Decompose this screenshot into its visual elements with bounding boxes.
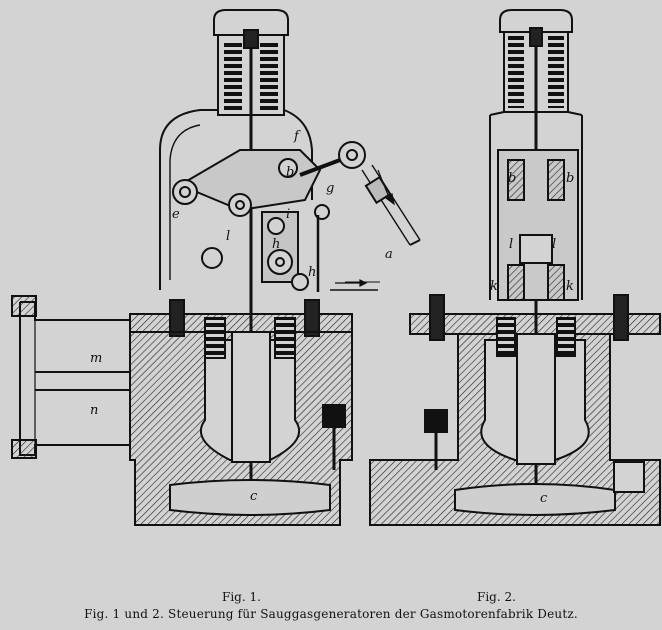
label-b: b [286,165,294,180]
fig2-label: Fig. 2. [477,590,516,604]
fig1-letters: f b e g i l h h a m n c [90,129,393,504]
label-c-fig2: c [540,491,548,506]
figure-caption: Fig. 1 und 2. Steuerung für Sauggasgener… [84,607,578,621]
label-b-right: b [566,171,574,186]
label-m: m [90,351,102,366]
label-b-left: b [508,171,516,186]
fig1-drawing [11,9,421,526]
label-l-right: l [552,237,556,252]
label-g: g [326,181,334,196]
label-l-left: l [509,237,513,252]
label-k-left: k [490,279,498,294]
label-k-right: k [566,279,574,294]
label-l: l [226,229,230,244]
label-h-upper: h [272,237,280,252]
fig1-arrows [335,169,395,287]
label-n: n [90,403,98,418]
fig1-label: Fig. 1. [222,590,261,604]
label-h-lower: h [308,265,316,280]
label-a: a [385,247,393,262]
fig2-letters: b b l l k k c [490,171,574,506]
label-i: i [286,207,290,222]
label-f: f [293,129,301,144]
fig2-drawing [369,9,661,526]
label-c: c [250,489,258,504]
label-e: e [172,207,180,222]
